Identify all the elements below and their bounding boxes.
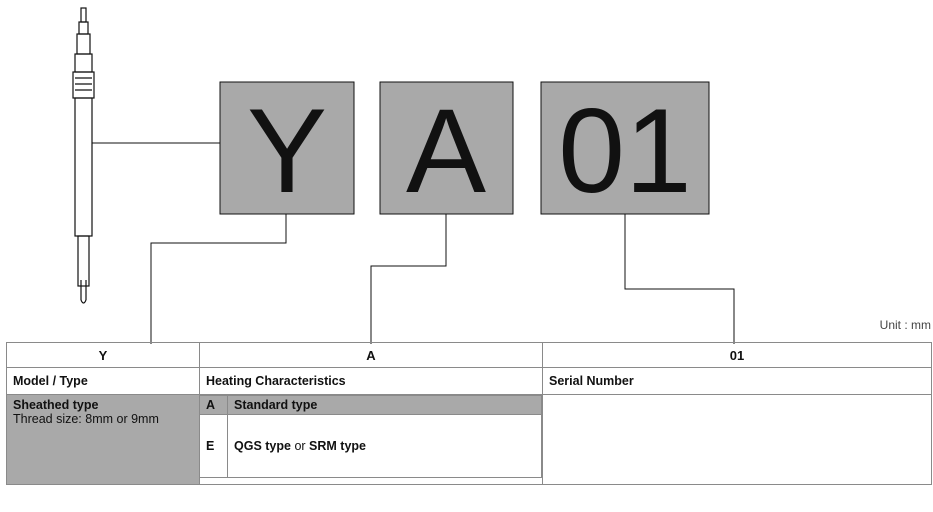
- model-name: Sheathed type: [13, 398, 99, 412]
- heating-cell: A Standard type E QGS type or SRM type: [199, 394, 543, 485]
- header-row: Y A 01: [6, 342, 932, 368]
- title-model-type: Model / Type: [6, 367, 200, 395]
- code-box-y-char: Y: [247, 84, 327, 218]
- heating-row-a: A Standard type: [200, 395, 542, 415]
- code-box-a-char: A: [406, 84, 486, 218]
- title-serial: Serial Number: [542, 367, 932, 395]
- header-01: 01: [542, 342, 932, 368]
- title-heating: Heating Characteristics: [199, 367, 543, 395]
- leader-lines: [150, 214, 735, 344]
- heating-text-a: Standard type: [227, 395, 542, 415]
- body-row: Sheathed type Thread size: 8mm or 9mm A …: [6, 394, 932, 485]
- leader-line-01: [624, 214, 735, 344]
- leader-line-y: [150, 214, 287, 344]
- code-box-01-char: 01: [558, 84, 691, 218]
- heating-table: A Standard type E QGS type or SRM type: [200, 395, 542, 478]
- heating-code-a: A: [200, 395, 228, 415]
- glow-plug-icon: [72, 7, 95, 304]
- model-detail: Thread size: 8mm or 9mm: [13, 412, 159, 426]
- heating-row-e: E QGS type or SRM type: [200, 414, 542, 478]
- title-row: Model / Type Heating Characteristics Ser…: [6, 367, 932, 395]
- leader-line-a: [370, 214, 447, 344]
- heating-text-e: QGS type or SRM type: [227, 414, 542, 478]
- code-box-01: 01: [540, 81, 710, 218]
- heating-code-e: E: [200, 414, 228, 478]
- spec-table: Y A 01 Model / Type Heating Characterist…: [6, 342, 932, 485]
- code-box-y: Y: [219, 81, 355, 218]
- header-a: A: [199, 342, 543, 368]
- unit-label: Unit : mm: [879, 318, 931, 332]
- serial-cell: [542, 394, 932, 485]
- code-box-a: A: [379, 81, 514, 218]
- model-cell: Sheathed type Thread size: 8mm or 9mm: [6, 394, 200, 485]
- header-y: Y: [6, 342, 200, 368]
